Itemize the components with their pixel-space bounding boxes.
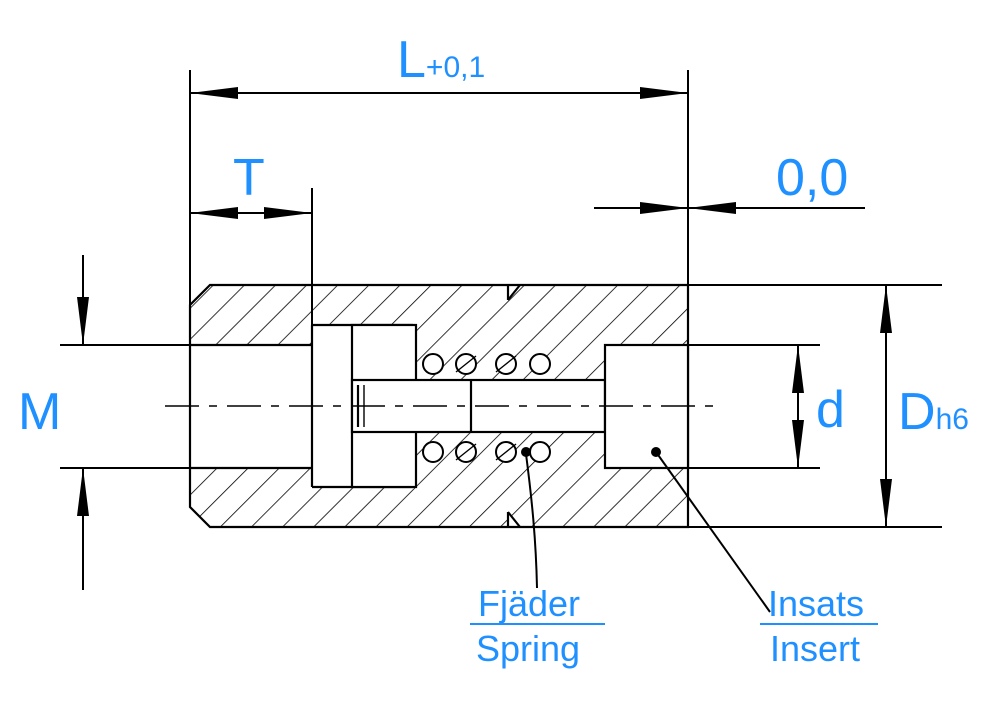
outer-diameter-tolerance: h6 — [935, 403, 969, 436]
spring-label-english: Spring — [476, 628, 581, 669]
housing-hatch — [190, 285, 688, 527]
outer-diameter-dimension — [688, 284, 942, 528]
bore-dimension — [688, 344, 820, 469]
spring-leader — [521, 447, 538, 589]
insert-leader — [651, 447, 771, 613]
thread-label: M — [18, 383, 62, 441]
length-label: L+0,1 — [397, 34, 485, 86]
spring-coils — [422, 353, 551, 463]
insert-label-swedish: Insats — [768, 583, 865, 624]
offset-dimension — [594, 202, 865, 214]
thread-depth-dimension — [190, 188, 313, 325]
length-symbol: L — [397, 31, 426, 89]
offset-label: 0,0 — [776, 149, 849, 207]
length-tolerance: +0,1 — [425, 51, 486, 84]
bore-label: d — [816, 381, 845, 439]
spring-label-swedish: Fjäder — [478, 583, 581, 624]
thread-depth-label: T — [233, 149, 265, 207]
outer-diameter-symbol: D — [898, 383, 936, 441]
thread-dimension — [60, 255, 190, 590]
length-dimension — [189, 70, 689, 305]
insert-label-english: Insert — [770, 628, 861, 669]
outer-diameter-label: Dh6 — [898, 386, 969, 438]
